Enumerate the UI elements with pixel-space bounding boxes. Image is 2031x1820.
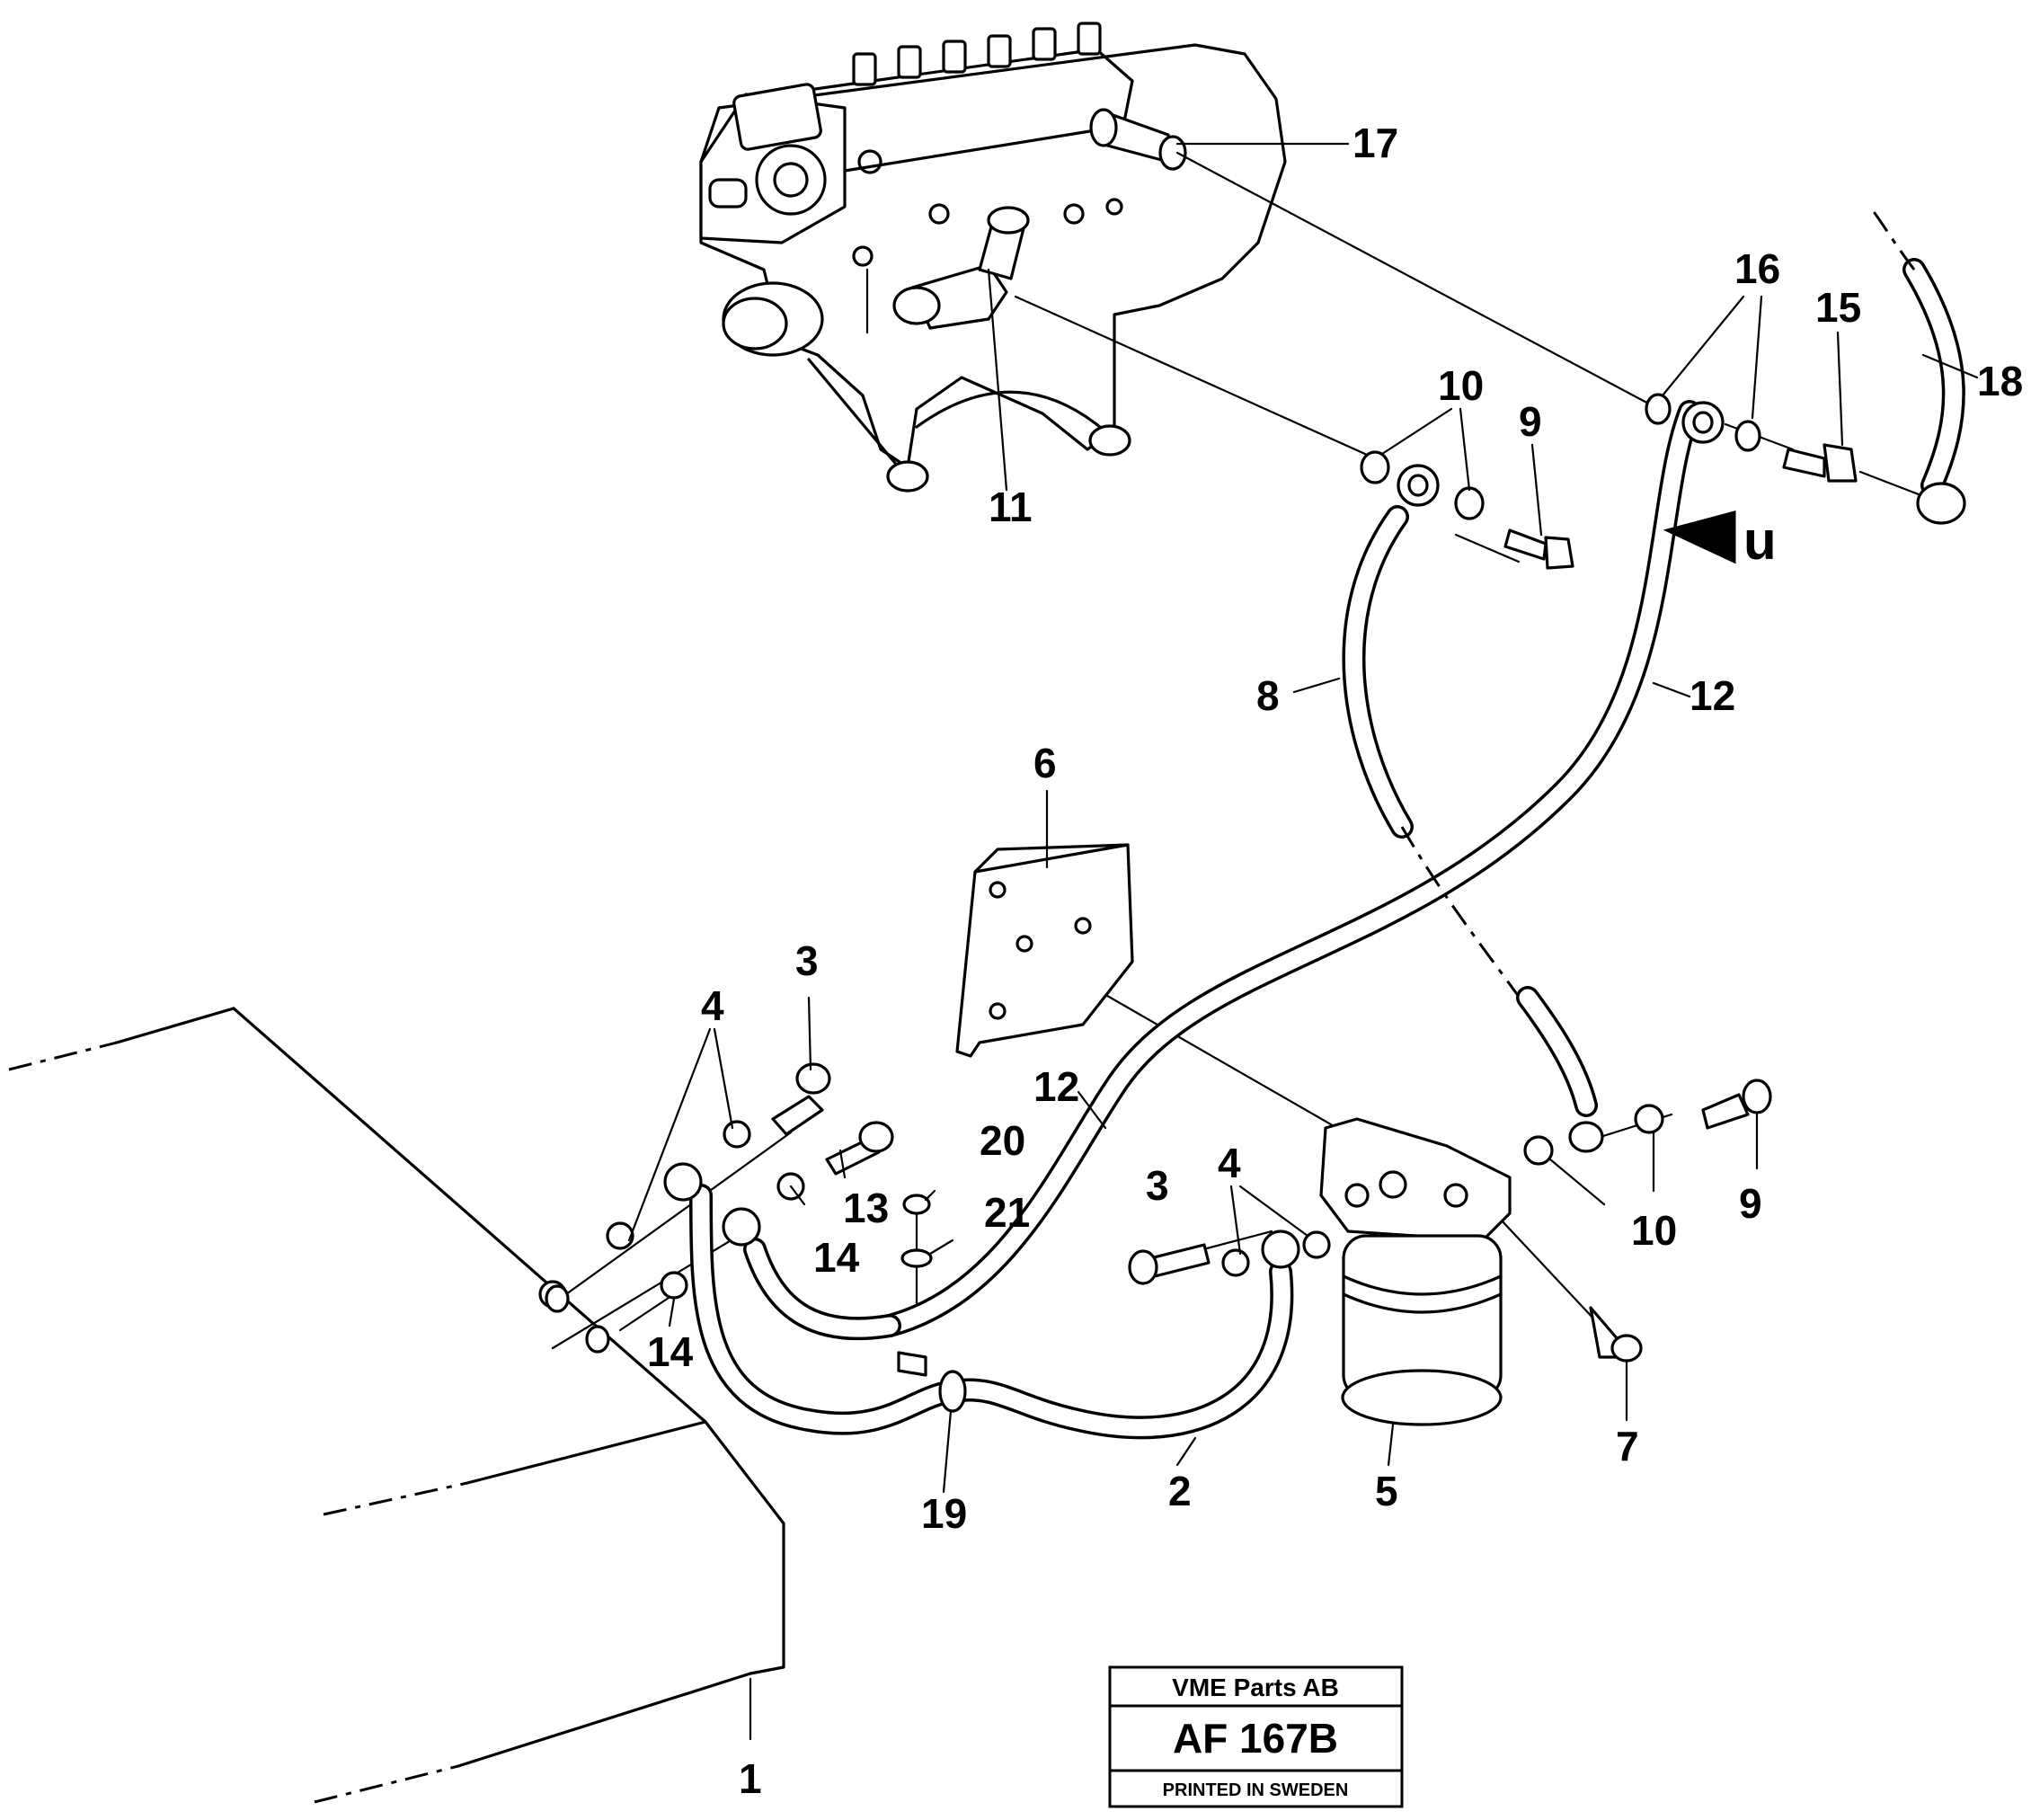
callout-3-centre: 3 xyxy=(1146,1162,1169,1209)
callout-18: 18 xyxy=(1977,358,2023,404)
callout-9-upper: 9 xyxy=(1519,398,1542,445)
callout-9-lower: 9 xyxy=(1739,1180,1762,1227)
callout-labels: 17 16 15 18 10 9 11 u 8 12 6 3 4 12 20 1… xyxy=(647,120,2023,1802)
callout-20: 20 xyxy=(980,1117,1025,1164)
leader-lines xyxy=(627,142,1979,1494)
fuel-tank xyxy=(8,1007,785,1804)
fuel-hoses xyxy=(689,205,1965,1440)
view-arrow-u xyxy=(1663,510,1736,564)
callout-12-lower: 12 xyxy=(1033,1063,1079,1110)
callout-6: 6 xyxy=(1033,740,1057,786)
callout-14-lower: 14 xyxy=(647,1328,694,1375)
callout-4-left: 4 xyxy=(701,982,724,1029)
callout-12-upper: 12 xyxy=(1690,672,1735,719)
callout-10-lower: 10 xyxy=(1631,1207,1677,1254)
callout-13: 13 xyxy=(843,1185,889,1231)
callout-11: 11 xyxy=(989,484,1033,530)
callout-3-left: 3 xyxy=(795,937,819,984)
title-block: VME Parts AB AF 167B PRINTED IN SWEDEN xyxy=(1108,1665,1404,1808)
callout-2: 2 xyxy=(1168,1468,1192,1514)
injection-pump xyxy=(699,22,1287,493)
callout-16: 16 xyxy=(1734,245,1780,292)
fittings xyxy=(538,393,1966,1426)
callout-view-u: u xyxy=(1743,510,1777,571)
callout-7: 7 xyxy=(1616,1423,1639,1469)
callout-5: 5 xyxy=(1375,1468,1398,1514)
title-printed: PRINTED IN SWEDEN xyxy=(1163,1780,1349,1800)
callout-4-centre: 4 xyxy=(1218,1140,1241,1186)
title-code: AF 167B xyxy=(1173,1715,1338,1762)
callout-1: 1 xyxy=(739,1755,762,1802)
callout-10-upper: 10 xyxy=(1438,362,1484,409)
callout-15: 15 xyxy=(1815,284,1861,331)
delivery-valves xyxy=(852,22,1102,86)
callout-17: 17 xyxy=(1353,120,1398,166)
callout-21: 21 xyxy=(984,1189,1030,1236)
callout-8: 8 xyxy=(1256,672,1280,719)
title-company: VME Parts AB xyxy=(1172,1674,1339,1701)
callout-19: 19 xyxy=(921,1490,967,1537)
callout-14-upper: 14 xyxy=(813,1234,860,1281)
